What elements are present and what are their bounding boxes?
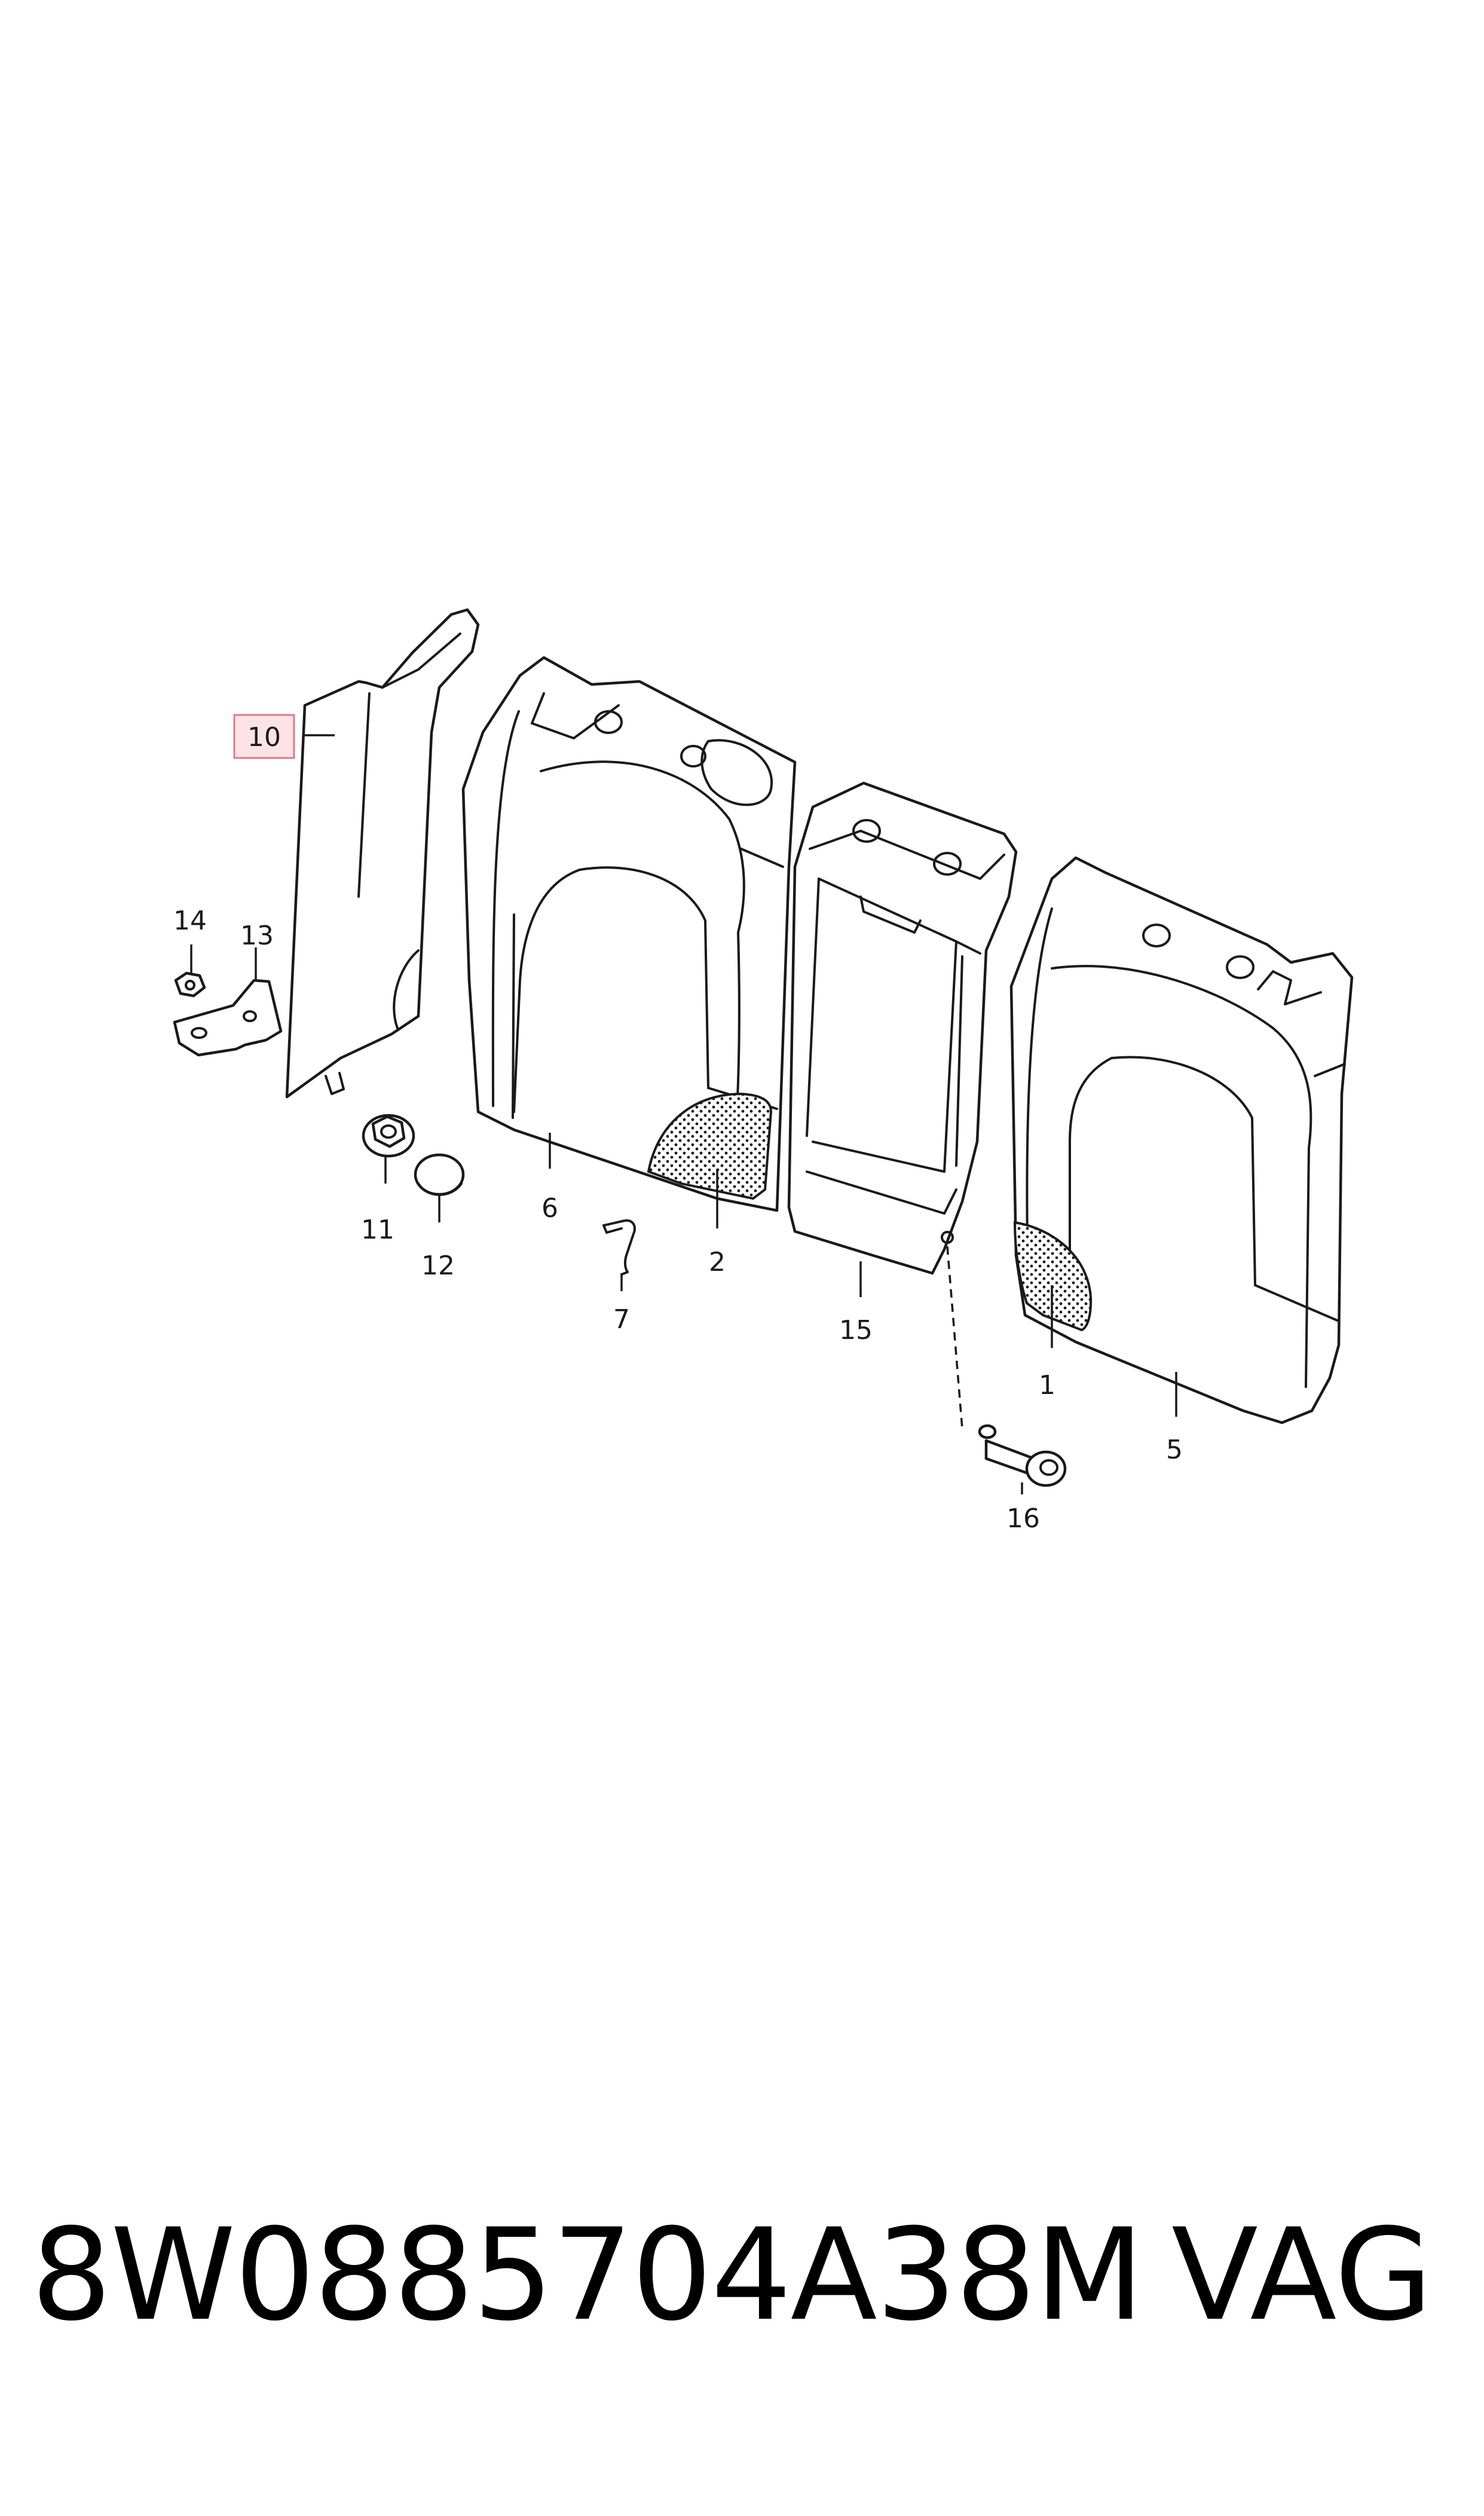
callout-5[interactable]: 5 [1166,1435,1183,1465]
callout-11[interactable]: 11 [361,1215,394,1245]
mesh-panel-part-1 [1013,1221,1093,1332]
part-number: 8W0885704A38M [31,2201,1144,2349]
callout-7[interactable]: 7 [613,1304,630,1335]
bolt-part-16 [946,1246,1067,1487]
backrest-frame-left [461,656,797,1212]
callout-15[interactable]: 15 [839,1315,873,1346]
hook-clip-part-7 [602,1219,636,1276]
callout-2[interactable]: 2 [709,1247,726,1277]
callout-14[interactable]: 14 [173,906,207,936]
callout-16[interactable]: 16 [1006,1503,1040,1534]
leader-lines [190,734,1177,1494]
callout-6[interactable]: 6 [541,1193,558,1224]
flange-nut-part-11 [362,1114,415,1158]
side-trim-panel [285,608,480,1099]
callout-12[interactable]: 12 [421,1251,455,1281]
nut-part-14 [174,971,206,998]
callout-10[interactable]: 10 [247,722,281,753]
backrest-frame-right [1009,856,1354,1424]
callout-highlight-box [233,714,295,759]
mesh-panel-part-2 [647,1092,773,1200]
callout-13[interactable]: 13 [240,921,274,951]
callout-labels: 10 14 13 11 12 6 2 7 15 1 5 16 [173,714,1183,1534]
center-panel-part-15 [787,781,1018,1275]
bracket-part-13 [173,979,283,1057]
cap-part-12 [414,1153,465,1196]
callout-1[interactable]: 1 [1039,1370,1055,1401]
brand-name: VAG [1171,2201,1433,2349]
